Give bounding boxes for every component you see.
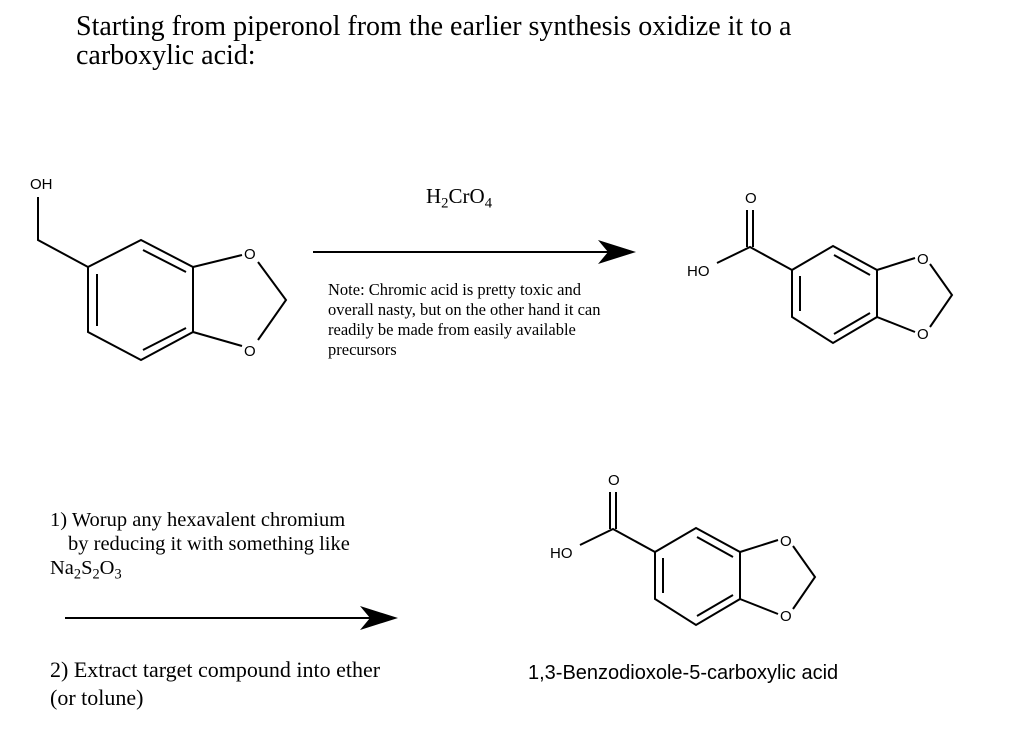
piperonylic-acid-structure: HO O O O [687,190,954,345]
oxygen-label: O [917,326,929,343]
benzene-ring [654,526,741,627]
thiosulfate-formula: Na2S2O3 [50,557,122,583]
oh-label: OH [30,176,53,193]
ho-label: HO [687,263,710,280]
oxygen-label: O [780,533,792,550]
carbonyl-oxygen-label: O [745,190,757,207]
note-line: precursors [328,340,397,359]
workup-step-1: 1) Worup any hexavalent chromium by redu… [50,509,350,583]
ch2oh-bond [37,197,89,268]
product-name: 1,3-Benzodioxole-5-carboxylic acid [528,662,839,684]
workup-step-2: 2) Extract target compound into ether (o… [50,657,381,710]
reaction-arrow-2 [65,606,398,630]
benzene-ring [87,238,194,362]
oxygen-label: O [780,608,792,625]
benzene-ring [791,244,878,345]
title-line-2: carboxylic acid: [76,40,256,71]
oxygen-label: O [917,251,929,268]
note-line: overall nasty, but on the other hand it … [328,300,601,319]
reaction-note: Note: Chromic acid is pretty toxic and o… [328,280,600,360]
note-line: readily be made from easily available [328,320,576,339]
oxygen-label: O [244,343,256,360]
title-line-1: Starting from piperonol from the earlier… [76,11,792,42]
carbonyl-oxygen-label: O [608,472,620,489]
ho-label: HO [550,545,573,562]
oxygen-label: O [244,246,256,263]
piperonol-structure: OH O O [30,176,288,362]
page-title: Starting from piperonol from the earlier… [76,12,791,70]
note-line: Note: Chromic acid is pretty toxic and [328,280,581,299]
reaction-arrow-1 [313,240,636,264]
piperonylic-acid-structure-final: HO O O O [550,472,817,627]
reagent-formula: H2CrO4 [426,184,493,212]
